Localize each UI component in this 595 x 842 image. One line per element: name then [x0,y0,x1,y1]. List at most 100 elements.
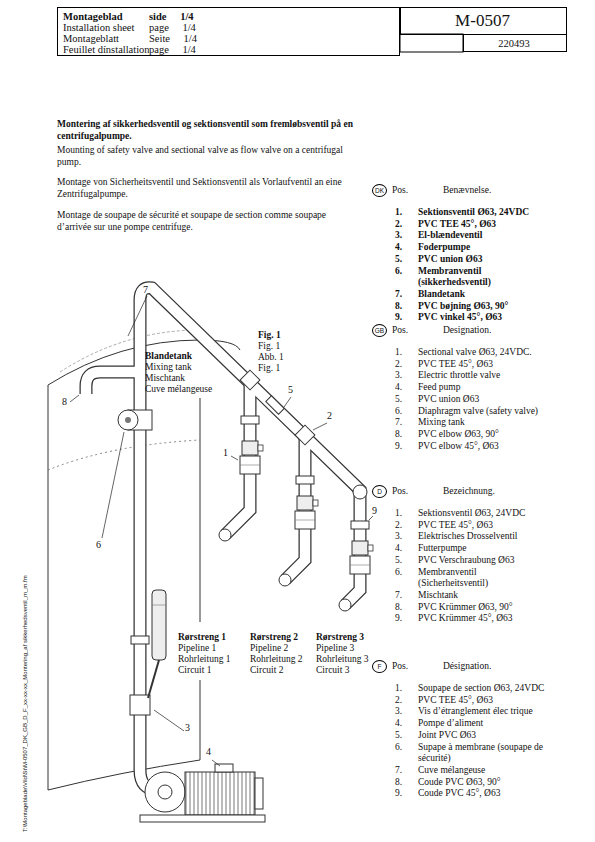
position-number: 6. [395,567,402,579]
figure-label: Fig. 1 [258,330,281,342]
part-name: Cuve mélangeuse [418,765,546,777]
part-name: PVC Krümmer 45°, Ø63 [418,613,546,625]
part-name: PVC TEE 45°, Ø63 [418,520,546,532]
cell-text: Seite 1/4 [149,33,197,44]
column-header: Designation. [443,325,491,337]
figure-label: Fig. 1 [258,341,280,353]
language-circle: GB [372,324,387,337]
callout-number: 9 [372,505,377,517]
cell-text: M-0507 [401,11,564,31]
part-name: PVC TEE 45°, Ø63 [418,359,546,371]
callout-number: 5 [288,384,293,396]
heading-text: Montering af sikkerhedsventil og sektion… [57,119,357,142]
part-name: Blandetank [418,289,546,301]
position-number: 6. [395,406,402,418]
part-name: Coude PVC 45°, Ø63 [418,788,546,800]
position-number: 5. [395,394,402,406]
position-number: 5. [395,730,402,742]
pipeline-label: Circuit 1 [178,665,212,677]
cell-text: F [373,661,386,672]
callout-number: 4 [206,746,211,758]
cell-text: side 1/4 [149,11,194,22]
cell-text: D [373,486,386,497]
position-number: 8. [395,777,402,789]
position-number: 8. [395,602,402,614]
part-name: Mixing tank [418,417,546,429]
pipeline-label: Rohrleitung 3 [316,654,369,666]
part-name: Vis d’étranglement élec trique [418,706,546,718]
pipeline-label: Pipeline 1 [178,643,216,655]
part-name: PVC union Ø63 [418,254,546,266]
position-number: 9. [395,441,402,453]
position-number: 4. [395,242,402,254]
position-number: 6. [395,266,402,278]
intro-text: Montage von Sicherheitsventil und Sektio… [57,177,347,200]
cell-text: Montageblatt [63,33,119,44]
position-number: 2. [395,695,402,707]
cell-text: page 1/4 [149,22,196,33]
column-header: Pos. [392,325,408,337]
column-header: Pos. [392,661,408,673]
position-number: 1. [395,683,402,695]
part-name: Foderpumpe [418,242,546,254]
position-number: 7. [395,289,402,301]
position-number: 4. [395,543,402,555]
position-number: 2. [395,520,402,532]
position-number: 1. [395,347,402,359]
column-header: Pos. [392,185,408,197]
part-name: Cuve mélangeuse [145,384,212,396]
intro-text: Montage de soupape de sécurité et soupap… [57,210,357,233]
pipeline-label: Rørstreng 3 [316,632,364,644]
part-name: Joint PVC Ø63 [418,730,546,742]
language-circle: DK [372,184,387,197]
part-name: PVC bøjning Ø63, 90° [418,301,546,313]
position-number: 9. [395,312,402,324]
figure-label: Fig. 1 [258,363,280,375]
position-number: 1. [395,207,402,219]
part-name: Mixing tank [145,362,192,374]
part-name: Futterpumpe [418,543,546,555]
part-name: Mischtank [145,373,185,385]
part-name: Sektionsventil Ø63, 24VDC [418,207,546,219]
pipeline-label: Pipeline 2 [250,643,288,655]
part-name: Membranventil (Sicherheitsventil) [418,567,546,590]
cell-text: DK [373,185,386,196]
callout-number: 7 [143,284,148,296]
part-name: Coude PVC Ø63, 90° [418,777,546,789]
part-name: PVC vinkel 45°, Ø63 [418,312,546,324]
pipeline-label: Pipeline 3 [316,643,354,655]
position-number: 9. [395,613,402,625]
callout-number: 1 [223,447,228,459]
part-name: Diaphragm valve (safety valve) [418,406,546,418]
cell-text: GB [373,325,386,336]
part-name: Sektionsventil Ø63, 24VDC [418,508,546,520]
position-number: 2. [395,359,402,371]
position-number: 7. [395,590,402,602]
part-name: Pompe d’aliment [418,718,546,730]
part-name: PVC Verschraubung Ø63 [418,555,546,567]
pipeline-label: Rørstreng 1 [178,632,226,644]
position-number: 1. [395,508,402,520]
language-circle: F [372,660,387,673]
part-name: PVC TEE 45°, Ø63 [418,219,546,231]
pipeline-label: Circuit 2 [250,665,284,677]
position-number: 3. [395,531,402,543]
position-number: 8. [395,429,402,441]
part-name: Blandetank [145,351,192,363]
position-number: 4. [395,382,402,394]
part-name: PVC union Ø63 [418,394,546,406]
callout-number: 6 [96,539,101,551]
column-header: Bezeichnung. [443,486,495,498]
pipeline-label: Rørstreng 2 [250,632,298,644]
position-number: 5. [395,254,402,266]
part-name: Electric throttle valve [418,370,546,382]
part-name: PVC Krümmer Ø63, 90° [418,602,546,614]
column-header: Benævnelse. [443,185,491,197]
part-name: Membranventil (sikkerhedsventil) [418,266,546,289]
position-number: 3. [395,706,402,718]
part-name: Feed pump [418,382,546,394]
cell-text: Montageblad [63,11,123,22]
pipeline-label: Circuit 3 [316,665,350,677]
position-number: 8. [395,301,402,313]
